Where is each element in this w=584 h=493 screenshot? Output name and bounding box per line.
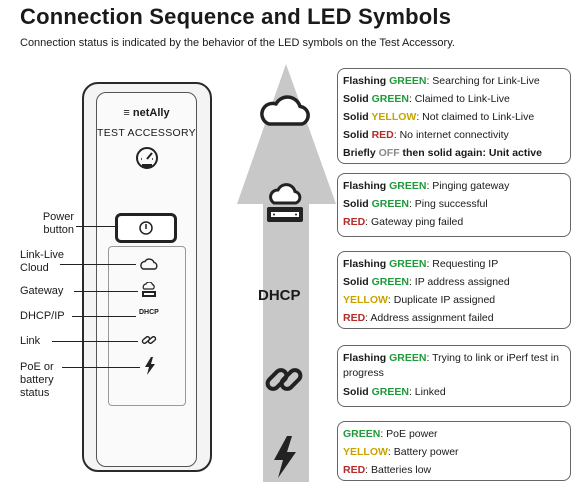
gateway-icon (267, 183, 303, 222)
gateway-status-line: Flashing GREEN: Pinging gateway (343, 180, 510, 192)
cloud-status-line: Solid GREEN: Claimed to Link-Live (343, 93, 510, 105)
link-icon (265, 368, 303, 391)
device-brand-logo: ≡ netAlly (123, 107, 170, 119)
cloud-icon (260, 95, 310, 126)
label-link: Link (20, 335, 41, 347)
power-status-line: RED: Batteries low (343, 464, 432, 476)
info-box-link: Flashing GREEN: Trying to link or iPerf … (337, 345, 571, 407)
device-face (96, 92, 197, 467)
dhcp-status-line: Flashing GREEN: Requesting IP (343, 258, 499, 270)
dhcp-status-line: YELLOW: Duplicate IP assigned (343, 294, 496, 306)
cloud-status-line: Briefly OFF then solid again: Unit activ… (343, 147, 542, 159)
power-icon (139, 221, 153, 235)
led-panel (108, 246, 186, 406)
leader-line-cloud (60, 264, 136, 265)
page-subtitle: Connection status is indicated by the be… (20, 37, 455, 49)
cloud-status-line: Solid RED: No internet connectivity (343, 129, 509, 141)
link-status-line: Solid GREEN: Linked (343, 386, 446, 398)
leader-line-dhcp (72, 316, 136, 317)
speedometer-icon (136, 147, 158, 169)
dhcp-status-line: Solid GREEN: IP address assigned (343, 276, 510, 288)
gateway-status-line: RED: Gateway ping failed (343, 216, 464, 228)
info-box-power: GREEN: PoE power YELLOW: Battery power R… (337, 421, 571, 481)
cloud-status-line: Solid YELLOW: Not claimed to Link-Live (343, 111, 535, 123)
leader-line-gateway (74, 291, 138, 292)
label-dhcp-ip: DHCP/IP (20, 310, 65, 322)
netally-logo-icon: ≡ (123, 107, 130, 119)
dhcp-status-line: RED: Address assignment failed (343, 312, 494, 324)
info-box-gateway: Flashing GREEN: Pinging gateway Solid GR… (337, 173, 571, 237)
gateway-led-icon (142, 282, 156, 297)
label-gateway: Gateway (20, 285, 64, 297)
device-product-name: TEST ACCESSORY (97, 127, 196, 139)
dhcp-led-icon: DHCP (139, 309, 159, 316)
cloud-status-line: Flashing GREEN: Searching for Link-Live (343, 75, 540, 87)
power-status-line: GREEN: PoE power (343, 428, 438, 440)
leader-line-power (76, 226, 116, 227)
info-box-dhcp: Flashing GREEN: Requesting IP Solid GREE… (337, 251, 571, 329)
lightning-led-icon (145, 357, 155, 375)
page-title: Connection Sequence and LED Symbols (20, 4, 452, 29)
dhcp-icon: DHCP (258, 287, 301, 304)
leader-line-poe (62, 367, 140, 368)
cloud-led-icon (140, 258, 158, 270)
power-status-line: YELLOW: Battery power (343, 446, 459, 458)
info-box-cloud: Flashing GREEN: Searching for Link-Live … (337, 68, 571, 164)
leader-line-link (52, 341, 138, 342)
device-power-button (115, 213, 177, 243)
gateway-status-line: Solid GREEN: Ping successful (343, 198, 488, 210)
link-led-icon (141, 336, 157, 344)
lightning-icon (274, 436, 296, 478)
link-status-line: Flashing GREEN: Trying to link or iPerf … (343, 352, 559, 379)
